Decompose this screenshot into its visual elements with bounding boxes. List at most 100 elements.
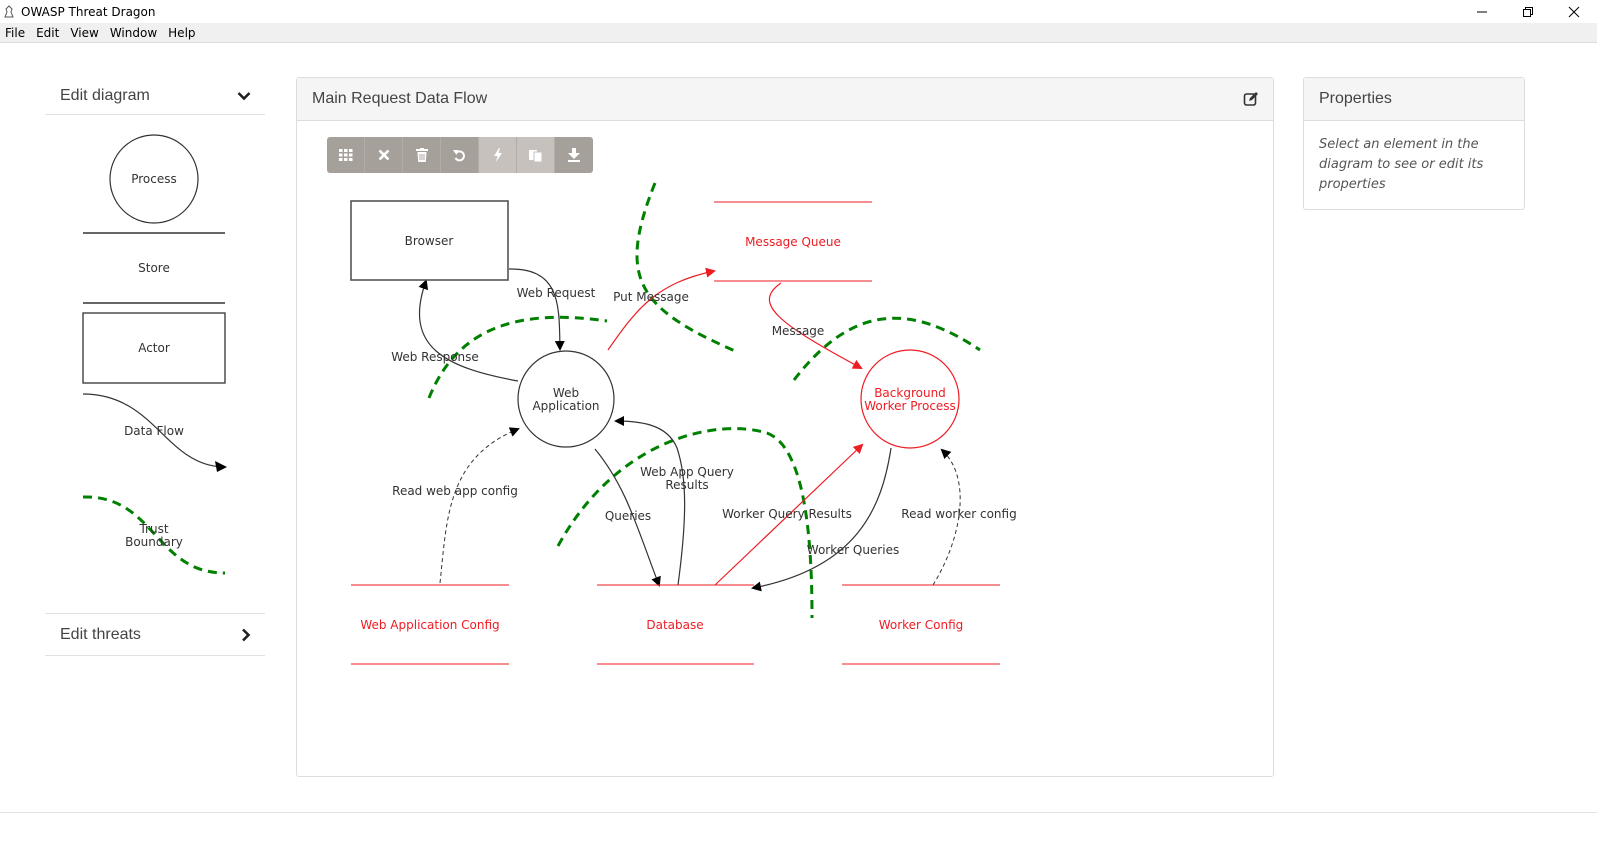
restore-button[interactable] [1505,0,1551,23]
menu-bar: File Edit View Window Help [0,23,1597,43]
download-icon [568,148,580,162]
web-app-config-label: Web Application Config [360,618,499,632]
web-app-label-1: Web [553,386,579,400]
copy-button[interactable] [517,137,555,173]
stencil-process[interactable]: Process [109,134,199,224]
window-controls [1459,0,1597,23]
store-web-application-config[interactable]: Web Application Config [351,584,509,665]
stencil-store[interactable]: Store [83,232,225,304]
menu-file[interactable]: File [5,25,26,40]
label-worker-queries: Worker Queries [807,543,899,557]
trust-boundary[interactable] [635,182,736,353]
trash-icon [415,148,428,162]
chevron-right-icon [242,628,251,641]
grid-icon [338,149,352,161]
app-icon [4,4,14,17]
minimize-button[interactable] [1459,0,1505,23]
store-worker-config[interactable]: Worker Config [842,584,1000,665]
stencil-trust-boundary-label-1: Trust [138,522,168,536]
store-message-queue[interactable]: Message Queue [714,201,872,282]
flow-read-web-app-config[interactable] [439,427,520,584]
worker-config-label: Worker Config [879,618,964,632]
restore-icon [1523,6,1533,17]
properties-title: Properties [1319,90,1392,107]
flow-web-app-query-results[interactable] [614,416,686,586]
properties-panel: Properties Select an element in the diag… [1303,77,1525,210]
trust-boundary[interactable] [427,315,608,399]
menu-edit[interactable]: Edit [36,25,60,40]
edit-icon[interactable] [1243,91,1259,107]
window-title: OWASP Threat Dragon [21,4,156,19]
store-database[interactable]: Database [597,584,754,665]
stencil-store-label: Store [138,261,170,275]
menu-view[interactable]: View [70,25,99,40]
label-read-worker-config: Read worker config [901,507,1016,521]
label-web-response: Web Response [391,350,479,364]
stencil-palette: Process Store Actor Data Flow Trust Boun… [45,115,265,613]
label-web-app-query-results-1: Web App Query [640,465,734,479]
flow-put-message[interactable] [607,267,716,351]
flow-web-request[interactable] [508,268,565,351]
stencil-process-label: Process [131,172,177,186]
diagram-toolbar [327,137,593,173]
flow-read-worker-config[interactable] [932,448,961,586]
web-app-label-2: Application [532,399,599,413]
label-read-web-app-config: Read web app config [392,484,518,498]
download-button[interactable] [555,137,593,173]
edit-threats-header[interactable]: Edit threats [45,613,265,656]
label-put-message: Put Message [613,290,689,304]
toggle-grid-button[interactable] [327,137,365,173]
label-queries: Queries [605,509,651,523]
properties-hint: Select an element in the diagram to see … [1319,137,1484,192]
stencil-trust-boundary[interactable]: Trust Boundary [82,495,226,575]
menu-window[interactable]: Window [109,25,158,40]
stencil-actor[interactable]: Actor [82,312,226,384]
flow-queries[interactable] [594,448,661,587]
trust-boundary[interactable] [792,316,981,381]
process-web-application[interactable]: Web Application [517,350,615,448]
label-message: Message [772,324,825,338]
auto-threats-button[interactable] [479,137,517,173]
title-bar: OWASP Threat Dragon [0,0,1597,23]
edit-diagram-label: Edit diagram [60,86,150,104]
label-worker-query-results: Worker Query Results [722,507,852,521]
flow-message[interactable] [769,282,863,369]
left-panel: Edit diagram Process Store Actor Data [45,77,265,656]
label-web-request: Web Request [517,286,596,300]
copy-icon [528,150,542,162]
close-window-button[interactable] [1551,0,1597,23]
minimize-icon [1477,11,1487,12]
diagram-canvas[interactable]: Web Request Web Response Put Message Mes… [297,78,1275,778]
browser-label: Browser [405,234,454,248]
bg-worker-label-1: Background [874,386,946,400]
stencil-actor-label: Actor [138,341,170,355]
diagram-panel: Main Request Data Flow [296,77,1274,777]
stencil-trust-boundary-label-2: Boundary [125,535,183,549]
bg-worker-label-2: Worker Process [864,399,956,413]
delete-button[interactable] [403,137,441,173]
flow-worker-query-results[interactable] [714,443,864,586]
undo-button[interactable] [441,137,479,173]
edit-diagram-header[interactable]: Edit diagram [45,77,265,115]
flow-worker-queries[interactable] [751,447,892,592]
diagram-header: Main Request Data Flow [297,78,1273,121]
divider [0,812,1597,813]
chevron-down-icon [237,91,251,100]
close-window-icon [1568,6,1580,17]
undo-icon [453,149,465,161]
stencil-data-flow-label: Data Flow [124,424,184,438]
label-web-app-query-results-2: Results [665,478,708,492]
edit-threats-label: Edit threats [60,625,141,643]
message-queue-label: Message Queue [745,235,841,249]
database-label: Database [646,618,703,632]
actor-browser[interactable]: Browser [350,200,509,281]
process-background-worker[interactable]: Background Worker Process [860,349,960,449]
close-icon [378,149,389,161]
close-diagram-button[interactable] [365,137,403,173]
flow-web-response[interactable] [418,279,519,382]
stencil-data-flow[interactable]: Data Flow [82,393,227,472]
menu-help[interactable]: Help [168,25,196,40]
diagram-title: Main Request Data Flow [312,90,488,107]
bolt-icon [493,148,502,162]
trust-boundary[interactable] [556,427,814,619]
